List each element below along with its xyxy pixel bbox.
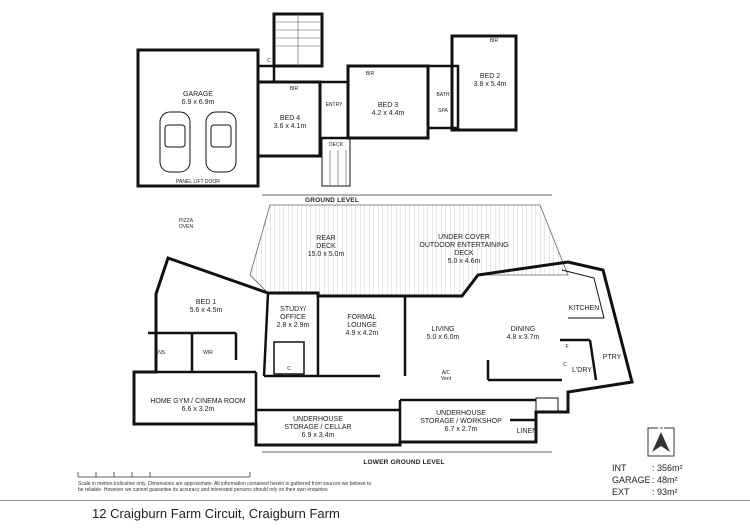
bath-label: BATH: [436, 92, 450, 98]
ldry-label: L'DRY: [572, 367, 592, 374]
deck-steps: [321, 137, 351, 187]
area-int: INT : 356m²: [612, 462, 683, 474]
area-value: : 93m²: [652, 487, 678, 497]
car-icon: [159, 111, 237, 173]
ptry-label: PTRY: [602, 354, 622, 361]
bed2-room: [450, 34, 518, 132]
area-label: EXT: [612, 487, 630, 497]
linen-label: LINEN: [516, 428, 538, 435]
c-label-ldry: C: [563, 362, 567, 368]
compass-icon: [647, 427, 675, 457]
bed3-bir-label: BIR: [365, 71, 375, 77]
ens-label: ENS: [154, 350, 166, 356]
area-label: GARAGE: [612, 475, 651, 485]
ground-level-walls: [258, 64, 276, 84]
bed4-bir-label: BIR: [289, 86, 299, 92]
garage-door-label: PANEL LIFT DOOR: [176, 179, 220, 185]
kitchen-label: KITCHEN: [568, 305, 600, 312]
deck-label: DECK: [329, 142, 343, 148]
area-value: : 48m²: [652, 475, 678, 485]
scale-bar: [77, 472, 251, 478]
lower-level-plan: [132, 256, 634, 447]
area-garage: GARAGE: 48m²: [612, 474, 678, 486]
garage-room: [136, 48, 260, 188]
ground-level-plan: [136, 12, 518, 188]
area-label: INT: [612, 463, 627, 473]
bed2-bir-label: BIR: [489, 38, 499, 44]
area-value: : 356m²: [652, 463, 683, 473]
footer-divider: [0, 500, 750, 501]
bath-room: [426, 64, 460, 130]
property-address: 12 Craigburn Farm Circuit, Craigburn Far…: [92, 506, 340, 521]
lower-level-label: LOWER GROUND LEVEL: [363, 459, 445, 466]
c-label-stair: C: [287, 366, 291, 372]
garage-c-label: C: [267, 58, 271, 64]
spa-label: SPA: [438, 108, 448, 114]
wir-label: WIR: [203, 350, 213, 356]
disclaimer-text: Scale in metres.Indicative only. Dimensi…: [78, 481, 372, 493]
area-ext: EXT : 93m²: [612, 486, 678, 498]
f-label: F: [565, 344, 569, 350]
ground-level-label: GROUND LEVEL: [304, 197, 360, 204]
entry-label: ENTRY: [325, 102, 343, 108]
compass-letter: N: [657, 426, 665, 437]
entry-hall: [318, 80, 350, 140]
